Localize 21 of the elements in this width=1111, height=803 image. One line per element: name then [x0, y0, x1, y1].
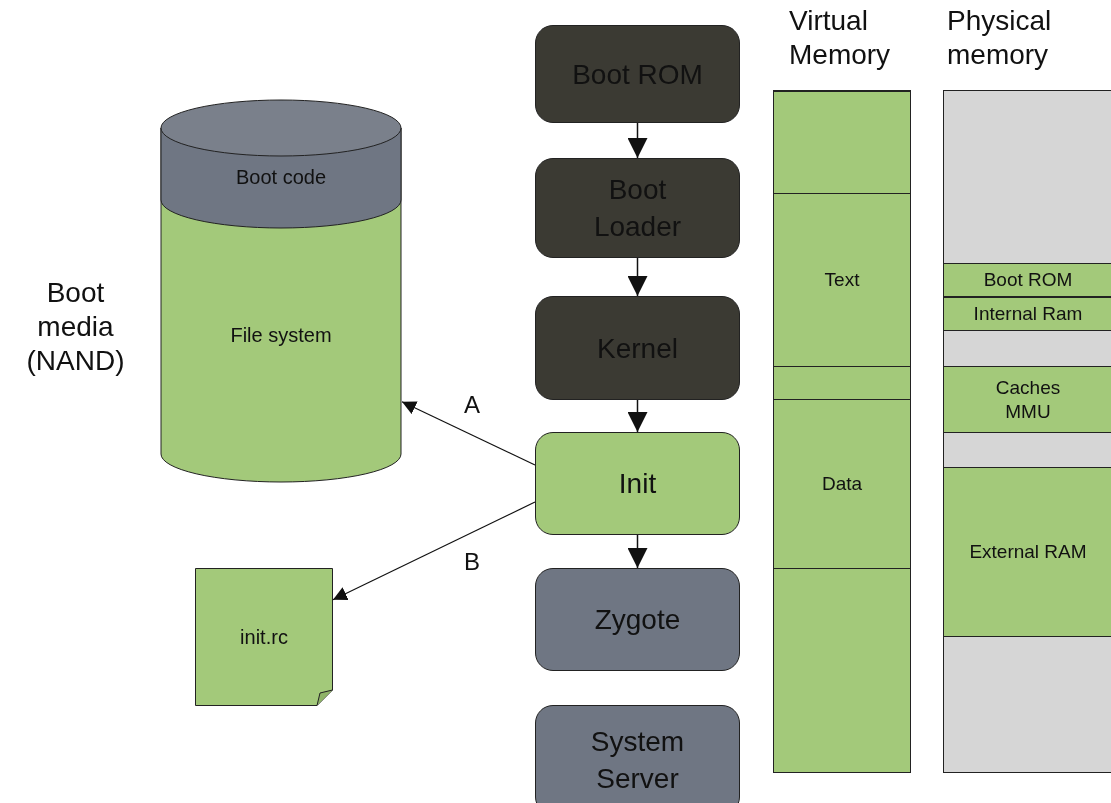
- process-box: Init: [535, 432, 740, 535]
- cylinder-label: File system: [229, 322, 333, 348]
- memory-segment: Internal Ram: [944, 297, 1111, 331]
- memory-segment: Boot ROM: [944, 263, 1111, 297]
- process-box: Zygote: [535, 568, 740, 671]
- document-label: init.rc: [239, 624, 289, 650]
- arrow: [332, 501, 536, 601]
- arrow: [627, 534, 648, 569]
- arrow: [401, 401, 536, 466]
- memory-segment: Data: [774, 399, 910, 568]
- arrow: [627, 122, 648, 159]
- column-heading: Virtual Memory: [789, 4, 892, 72]
- memory-segment: Caches MMU: [944, 366, 1111, 433]
- memory-segment: External RAM: [944, 467, 1111, 637]
- memory-segment: Text: [774, 193, 910, 366]
- cylinder-label: Boot code: [234, 164, 328, 190]
- process-box: System Server: [535, 705, 740, 803]
- arrow: [627, 399, 648, 433]
- column-heading: Physical memory: [947, 4, 1053, 72]
- arrow: [627, 257, 648, 297]
- side-heading: Boot media (NAND): [25, 276, 126, 378]
